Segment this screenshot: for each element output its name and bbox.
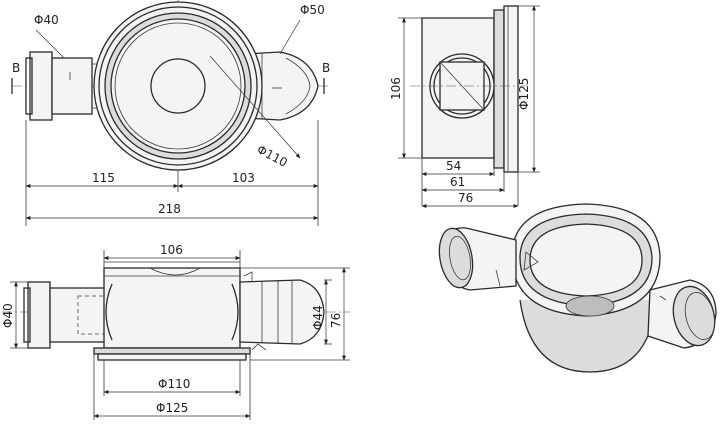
- dim-dia-flange-front: Φ125: [156, 401, 188, 415]
- label-dia-outlet-top: Φ50: [300, 3, 325, 17]
- top-view: B B Φ110: [11, 0, 330, 226]
- dim-height-front: 76: [329, 313, 343, 328]
- section-mark-left: B: [12, 61, 20, 75]
- outlet-pipe-front: [239, 271, 325, 351]
- dim-left: 115: [92, 171, 115, 185]
- dim-dia-outlet-front: Φ44: [311, 305, 325, 330]
- dim-width-front: 106: [160, 243, 183, 257]
- dim-54: 54: [446, 159, 461, 173]
- label-dia-body-top: Φ110: [255, 142, 290, 170]
- dim-total: 218: [158, 202, 181, 216]
- dim-dia-inlet-front: Φ40: [1, 303, 15, 328]
- label-dia-inlet-top: Φ40: [34, 13, 59, 27]
- outlet-pipe-iso: [647, 279, 717, 349]
- side-view: 106 Φ125 54 61 76: [389, 5, 540, 208]
- body-front: [93, 261, 251, 361]
- dim-dia-flange-side: Φ125: [517, 78, 531, 110]
- inlet-pipe-front: [23, 281, 109, 349]
- dim-right: 103: [232, 171, 255, 185]
- isometric-view: [438, 203, 717, 373]
- section-mark-right: B: [322, 61, 330, 75]
- body-top: [93, 1, 263, 171]
- dim-height-side: 106: [389, 77, 403, 100]
- dim-dia-body-front: Φ110: [158, 377, 190, 391]
- front-view: 106 Φ40 Φ44 76 Φ110 Φ125: [1, 243, 350, 420]
- inlet-pipe-iso: [438, 227, 517, 291]
- inlet-pipe-top: [25, 51, 104, 121]
- dim-61: 61: [450, 175, 465, 189]
- dim-76: 76: [458, 191, 473, 205]
